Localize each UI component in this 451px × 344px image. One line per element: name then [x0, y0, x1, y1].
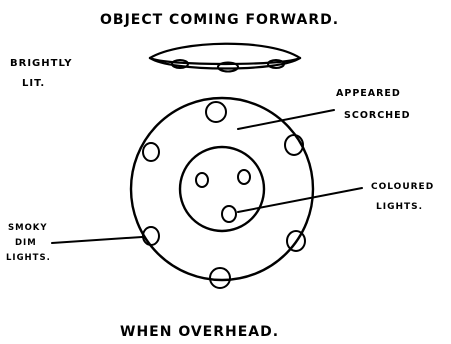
label-scorched: SCORCHED [344, 110, 411, 121]
label-smoky: SMOKY [8, 223, 48, 233]
label-coloured: COLOURED [371, 182, 434, 192]
pointer-smoky [52, 237, 142, 243]
label-dim: DIM [15, 238, 37, 248]
pointer-scorched [238, 110, 334, 129]
side-view-object [150, 44, 300, 72]
outer-disc [131, 98, 313, 280]
label-appeared: APPEARED [336, 88, 401, 99]
label-smoky-lights: LIGHTS. [6, 253, 51, 263]
label-lit: LIT. [22, 78, 45, 89]
smoky-dim-lights [143, 102, 305, 288]
coloured-lights [196, 170, 250, 222]
label-coloured-lights: LIGHTS. [376, 202, 423, 212]
diagram-title: OBJECT COMING FORWARD. [100, 12, 339, 28]
diagram-caption: WHEN OVERHEAD. [120, 324, 279, 340]
label-brightly: BRIGHTLY [10, 58, 73, 69]
pointer-coloured [238, 188, 362, 212]
